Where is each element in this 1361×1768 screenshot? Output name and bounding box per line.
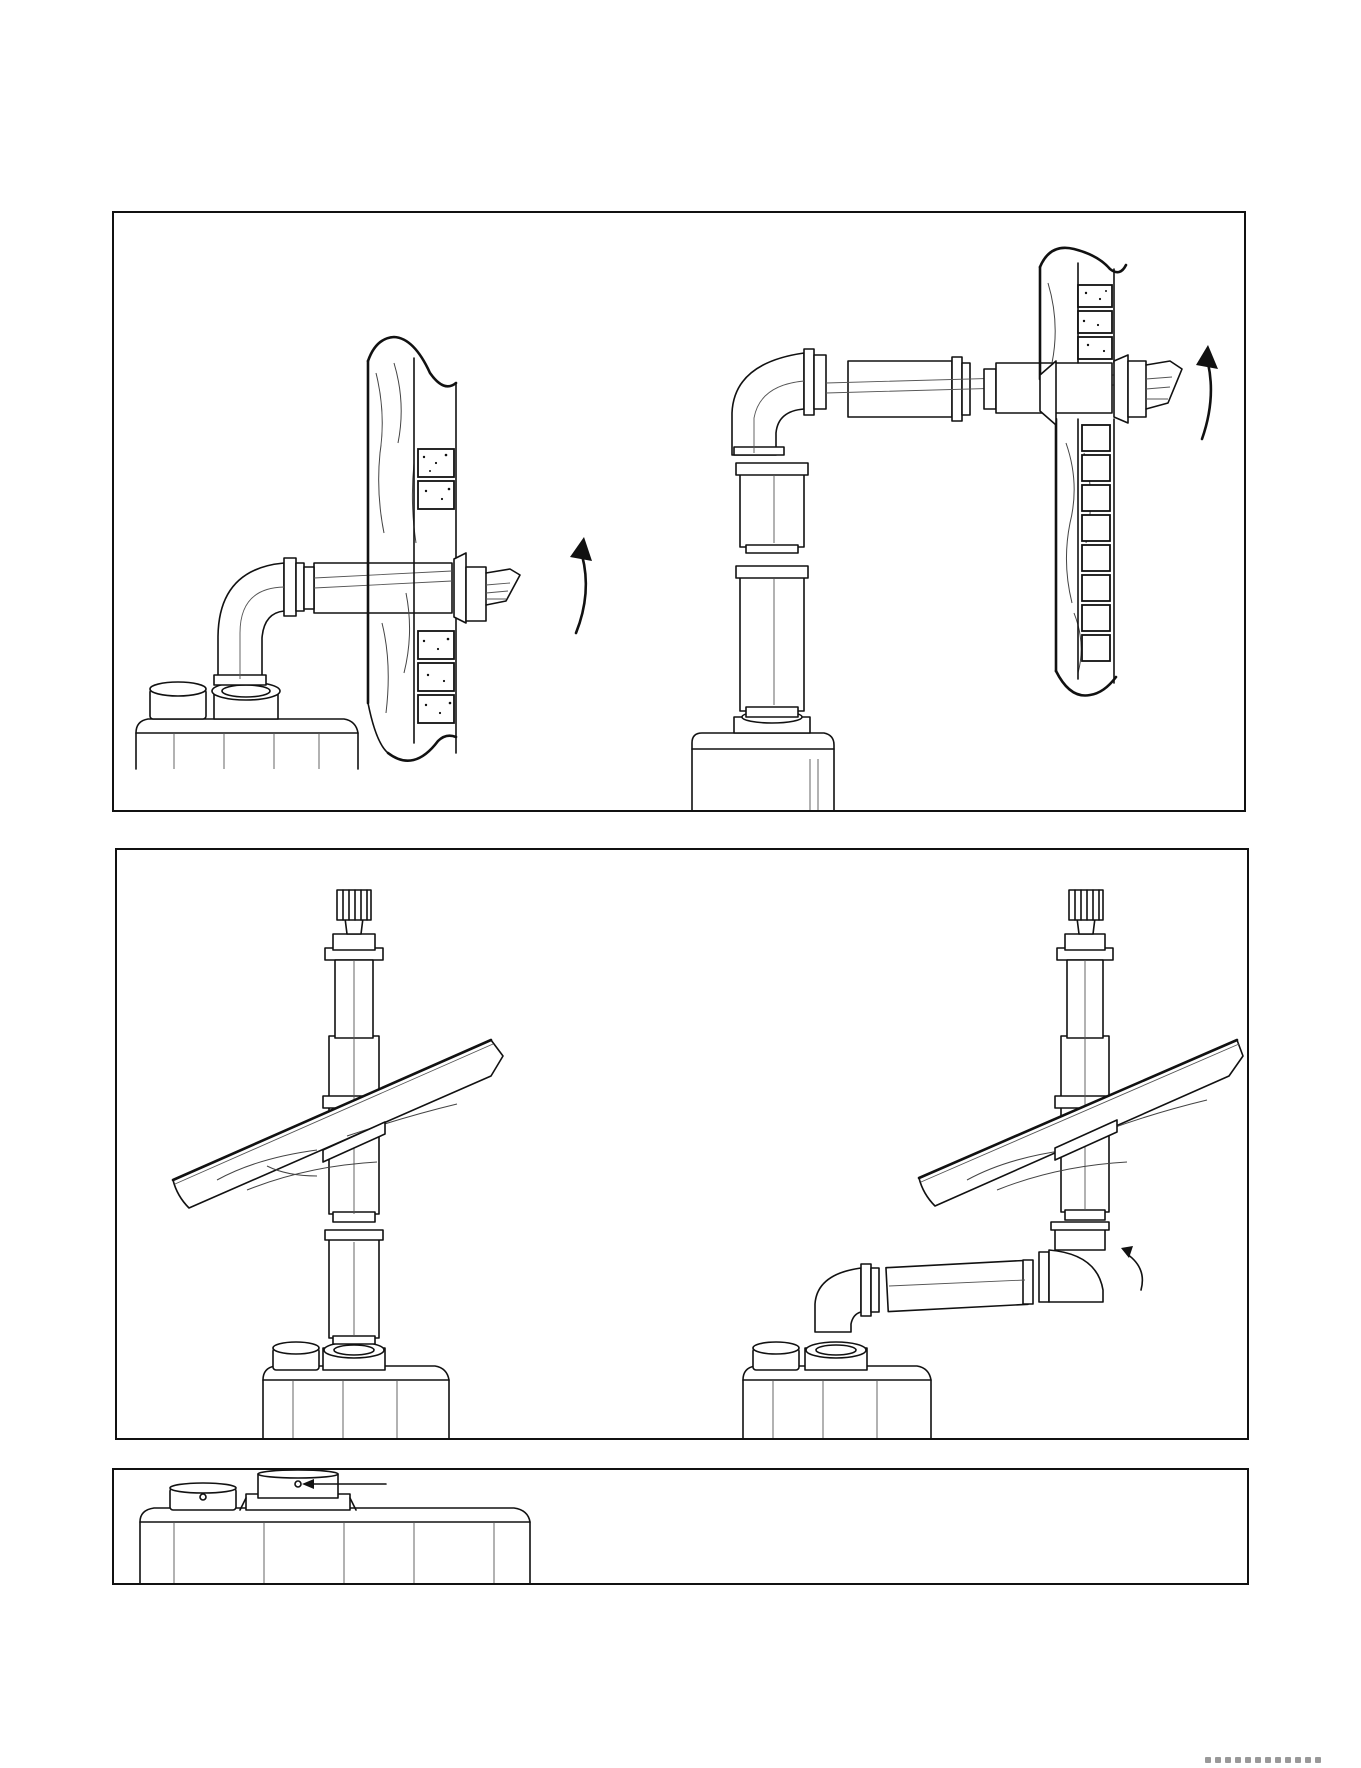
water-heater-right [743,1342,931,1440]
intake-collar [170,1483,236,1510]
wall-venting-diagram [114,213,1246,812]
elbow-left [214,558,304,685]
curved-arrow-icon [1121,1246,1142,1290]
water-heater-top [140,1508,530,1585]
roof-venting-diagram [117,850,1249,1440]
pipe-left [304,563,452,613]
top-connection-panel [112,1468,1249,1585]
offset-elbow-lower [815,1264,879,1332]
offset-elbow-upper [1039,1222,1109,1302]
curved-arrow-icon [570,537,592,633]
vertical-pipes-right [736,463,808,717]
wall-venting-panel [112,211,1246,812]
curved-arrow-icon [1196,345,1218,439]
offset-pipe [886,1260,1033,1312]
water-heater-left [263,1342,449,1440]
wall-right [1040,248,1128,696]
roof-venting-panel [115,848,1249,1440]
water-heater-left [136,682,358,769]
top-connection-diagram [114,1470,1249,1585]
water-heater-right [692,711,834,812]
wall-left [368,337,456,761]
elbow-right [732,349,826,455]
exhaust-collar [240,1470,356,1510]
page-footer-marks [1201,1750,1361,1761]
vent-terminal-right [1128,361,1182,417]
vent-terminal-left [454,553,520,623]
